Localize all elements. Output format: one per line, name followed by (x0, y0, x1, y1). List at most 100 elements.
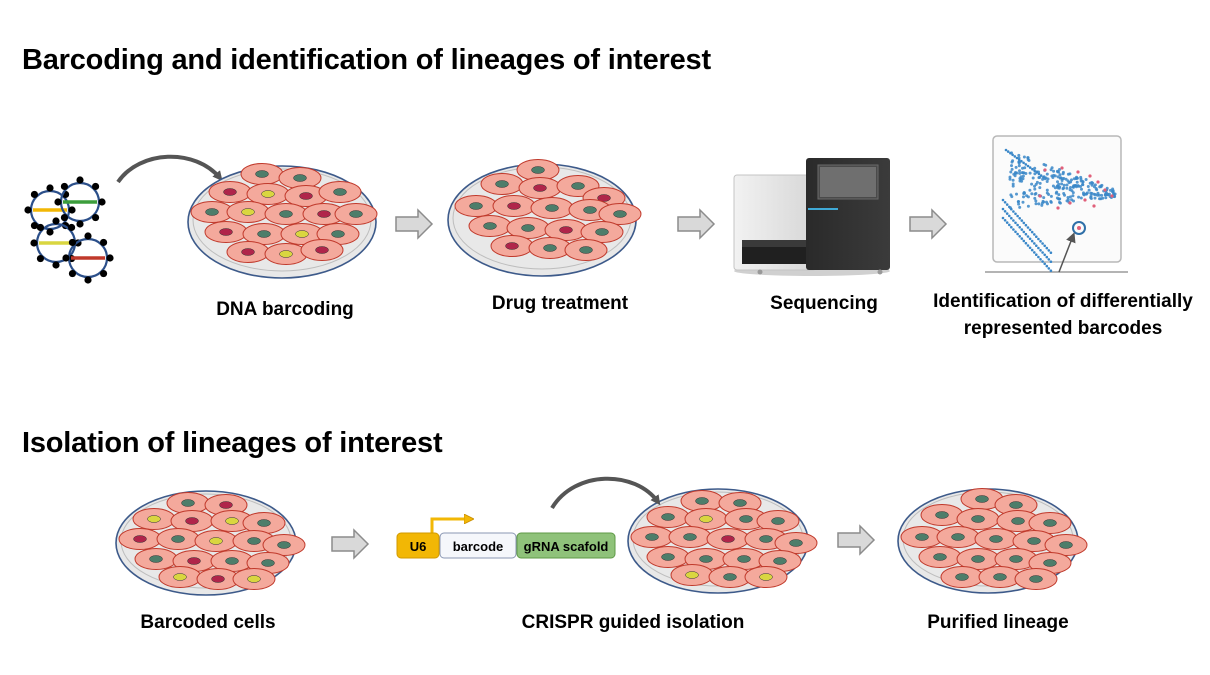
nucleus (133, 535, 147, 543)
nucleus (261, 190, 275, 198)
cell (646, 546, 690, 568)
nucleus (789, 539, 803, 547)
cell (302, 203, 346, 225)
cell (996, 510, 1040, 532)
curved-arrow-icon-2 (550, 476, 661, 510)
block-arrow-icon-3 (909, 208, 948, 240)
curved-arrow-icon (116, 154, 223, 184)
section-title-isolation: Isolation of lineages of interest (22, 427, 443, 459)
block-arrow-icon-1 (395, 208, 434, 240)
cell (940, 566, 984, 588)
nucleus (147, 515, 161, 523)
nucleus (219, 501, 233, 509)
nucleus (723, 573, 737, 581)
cell (454, 195, 498, 217)
cell (646, 506, 690, 528)
cell (226, 241, 270, 263)
nucleus (579, 246, 593, 254)
step-label-drug-treatment: Drug treatment (491, 293, 629, 314)
nucleus (597, 194, 611, 202)
cell (278, 167, 322, 189)
cell (756, 510, 800, 532)
nucleus (299, 192, 313, 200)
nucleus (181, 499, 195, 507)
barcode-box (439, 532, 517, 559)
cell (936, 526, 980, 548)
nucleus (241, 248, 255, 256)
cell (264, 203, 308, 225)
nucleus (293, 174, 307, 182)
cell (246, 183, 290, 205)
cell (334, 203, 378, 225)
nucleus (1027, 537, 1041, 545)
nucleus (331, 230, 345, 238)
block-arrow-icon-5 (837, 524, 876, 556)
nucleus (211, 575, 225, 583)
cell (264, 243, 308, 265)
nucleus (173, 573, 187, 581)
cell (668, 526, 712, 548)
cell (530, 197, 574, 219)
barcoded-virus-particles (24, 176, 114, 284)
nucleus (257, 230, 271, 238)
nucleus (571, 182, 585, 190)
cell (724, 508, 768, 530)
nucleus (209, 537, 223, 545)
petri-dish-dna-barcoding (187, 163, 378, 279)
nucleus (505, 242, 519, 250)
cell (156, 528, 200, 550)
section-title-barcoding: Barcoding and identification of lineages… (22, 44, 711, 76)
cell (1014, 568, 1058, 590)
step-label-identification-line-1: Identification of differentially (933, 291, 1193, 312)
cell (134, 548, 178, 570)
u6-label: U6 (410, 539, 427, 554)
differential-barcode-plot (985, 135, 1128, 273)
cell (708, 566, 752, 588)
cell (994, 548, 1038, 570)
nucleus (223, 188, 237, 196)
cell (1012, 530, 1056, 552)
nucleus (661, 513, 675, 521)
nucleus (1009, 555, 1023, 563)
cell (518, 177, 562, 199)
nucleus (645, 533, 659, 541)
cell (706, 528, 750, 550)
nucleus (149, 555, 163, 563)
nucleus (279, 210, 293, 218)
nucleus (559, 226, 573, 234)
cell (744, 566, 788, 588)
nucleus (695, 497, 709, 505)
sequencer-icon (733, 158, 890, 276)
block-arrow-icon-4 (331, 528, 370, 560)
nucleus (1043, 519, 1057, 527)
nucleus (1059, 541, 1073, 549)
step-label-purified-lineage: Purified lineage (927, 612, 1069, 633)
nucleus (545, 204, 559, 212)
cell (994, 494, 1038, 516)
nucleus (933, 553, 947, 561)
grna-scaffold-label: gRNA scafold (524, 539, 609, 554)
nucleus (469, 202, 483, 210)
nucleus (1029, 575, 1043, 583)
cell (242, 223, 286, 245)
cell (492, 195, 536, 217)
cell (262, 534, 306, 556)
step-label-crispr-isolation: CRISPR guided isolation (521, 612, 745, 633)
nucleus (935, 511, 949, 519)
nucleus (699, 555, 713, 563)
cell (158, 566, 202, 588)
nucleus (495, 180, 509, 188)
cell (318, 181, 362, 203)
petri-dish-drug-treatment (447, 159, 642, 277)
nucleus (219, 228, 233, 236)
nucleus (951, 533, 965, 541)
cell (920, 504, 964, 526)
nucleus (521, 224, 535, 232)
nucleus (595, 228, 609, 236)
nucleus (171, 535, 185, 543)
nucleus (989, 535, 1003, 543)
virus-particle-icon (62, 232, 114, 284)
nucleus (971, 515, 985, 523)
cell (974, 528, 1018, 550)
barcode-label: barcode (453, 539, 504, 554)
